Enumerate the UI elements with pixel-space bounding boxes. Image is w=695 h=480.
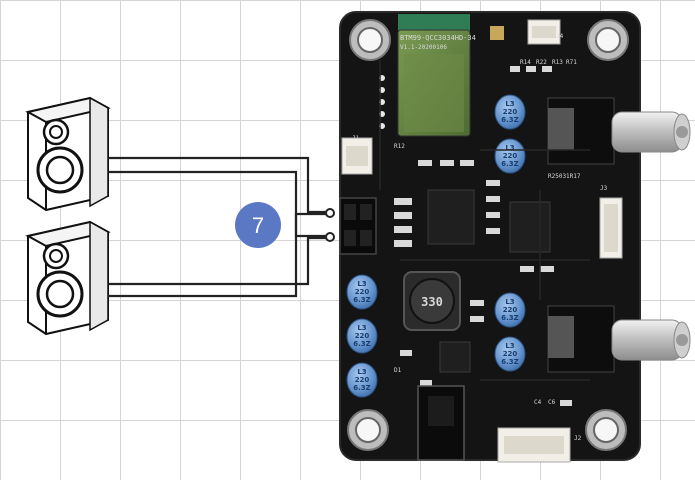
connector-j4 (527, 19, 561, 45)
svg-text:L3: L3 (357, 368, 366, 376)
svg-text:L3: L3 (357, 280, 366, 288)
svg-text:R25031R17: R25031R17 (548, 173, 581, 180)
capacitor: L3 220 6.3Z (346, 362, 378, 398)
svg-text:330: 330 (421, 295, 443, 309)
svg-text:6.3Z: 6.3Z (501, 160, 518, 168)
svg-text:220: 220 (355, 288, 370, 296)
svg-text:220: 220 (503, 306, 518, 314)
svg-text:R13: R13 (552, 59, 563, 66)
svg-text:J4: J4 (556, 33, 564, 40)
dc-power-jack (417, 385, 465, 461)
speaker-wires (108, 156, 335, 298)
svg-text:L3: L3 (505, 298, 514, 306)
svg-text:6.3Z: 6.3Z (353, 384, 370, 392)
svg-text:C4: C4 (534, 399, 542, 406)
capacitor: L3 220 6.3Z (494, 138, 526, 174)
power-inductor: 330 (403, 271, 461, 331)
svg-text:BTM99-QCC3034HD-34: BTM99-QCC3034HD-34 (400, 34, 476, 42)
connector-power (341, 137, 373, 175)
mounting-hole (585, 409, 627, 451)
rca-jack (547, 97, 691, 165)
capacitor: L3 220 6.3Z (494, 292, 526, 328)
antenna-connector (490, 26, 504, 40)
svg-text:J2: J2 (574, 435, 582, 442)
svg-text:220: 220 (503, 350, 518, 358)
svg-text:220: 220 (355, 332, 370, 340)
svg-text:C6: C6 (548, 399, 556, 406)
step-number: 7 (252, 213, 264, 238)
svg-text:220: 220 (503, 108, 518, 116)
svg-text:L3: L3 (505, 144, 514, 152)
svg-text:V1.1-20200106: V1.1-20200106 (400, 44, 447, 51)
svg-text:220: 220 (355, 376, 370, 384)
bluetooth-module: BTM99-QCC3034HD-34 V1.1-20200106 (397, 14, 476, 137)
svg-text:L3: L3 (505, 342, 514, 350)
connector-j3 (599, 197, 623, 259)
mounting-hole (349, 19, 391, 61)
amplifier-ic (427, 189, 551, 373)
right-speaker (25, 220, 111, 336)
left-speaker (25, 96, 111, 212)
svg-text:6.3Z: 6.3Z (353, 340, 370, 348)
svg-text:R12: R12 (394, 143, 405, 150)
svg-text:J3: J3 (600, 185, 608, 192)
connector-j2 (497, 427, 571, 463)
pcb-traces (379, 60, 590, 381)
mounting-hole (347, 409, 389, 451)
svg-text:6.3Z: 6.3Z (501, 116, 518, 124)
svg-text:L3: L3 (357, 324, 366, 332)
mounting-hole (587, 19, 629, 61)
rca-jack (547, 305, 691, 373)
svg-text:D1: D1 (394, 367, 402, 374)
svg-text:L3: L3 (505, 100, 514, 108)
wire-left-positive (108, 156, 326, 214)
svg-text:R22: R22 (536, 59, 547, 66)
svg-text:220: 220 (503, 152, 518, 160)
svg-text:6.3Z: 6.3Z (353, 296, 370, 304)
step-badge: 7 (235, 202, 281, 248)
speaker-terminal (339, 197, 377, 255)
svg-text:R14: R14 (520, 59, 531, 66)
svg-text:6.3Z: 6.3Z (501, 314, 518, 322)
wire-left-negative (108, 170, 326, 238)
amplifier-board: BTM99-QCC3034HD-34 V1.1-20200106 R14 R22… (339, 11, 691, 463)
svg-text:R71: R71 (566, 59, 577, 66)
capacitor: L3 220 6.3Z (494, 94, 526, 130)
capacitor: L3 220 6.3Z (346, 274, 378, 310)
wire-right-negative (108, 212, 326, 298)
capacitor: L3 220 6.3Z (346, 318, 378, 354)
svg-text:6.3Z: 6.3Z (501, 358, 518, 366)
smd-components (394, 66, 572, 406)
capacitor: L3 220 6.3Z (494, 336, 526, 372)
